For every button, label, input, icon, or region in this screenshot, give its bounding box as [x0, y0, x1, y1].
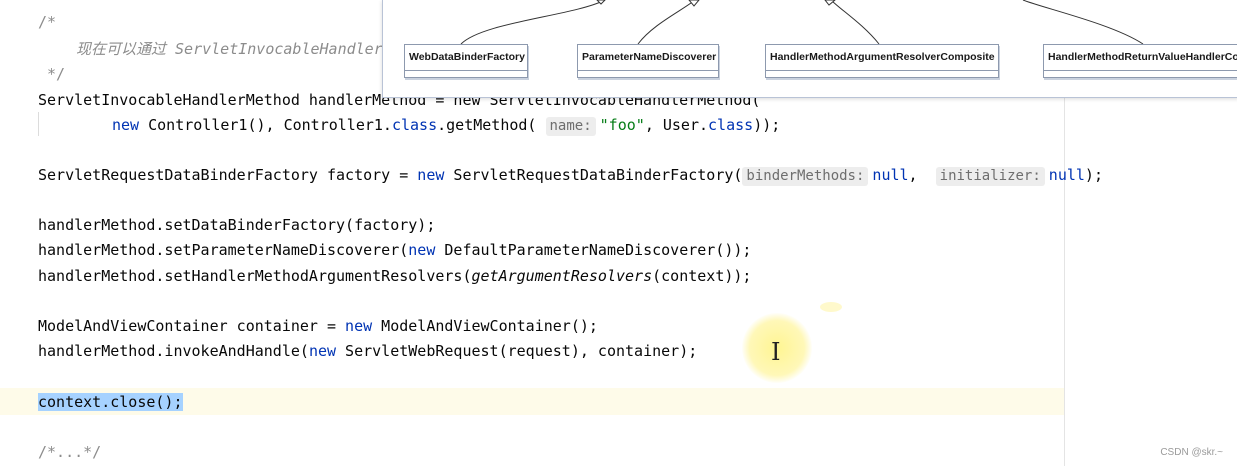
- keyword: new: [417, 166, 445, 184]
- code-text: , User.: [644, 116, 709, 134]
- code-line-set-resolvers[interactable]: handlerMethod.setHandlerMethodArgumentRe…: [38, 264, 751, 288]
- code-line-set-factory[interactable]: handlerMethod.setDataBinderFactory(facto…: [38, 216, 436, 234]
- code-text: Controller1(), Controller1.: [139, 116, 392, 134]
- code-text: handlerMethod.setHandlerMethodArgumentRe…: [38, 267, 472, 285]
- comment-body: 现在可以通过 ServletInvocableHandler: [76, 40, 383, 58]
- param-hint-name: name:: [545, 117, 596, 136]
- code-text: (context));: [652, 267, 752, 285]
- comment-close: */: [38, 65, 66, 83]
- comment-open: /*: [38, 13, 57, 31]
- method-call: getArgumentResolvers: [471, 267, 653, 285]
- code-text: ModelAndViewContainer container =: [38, 317, 346, 335]
- code-line-close[interactable]: context.close();: [38, 390, 183, 414]
- right-margin-guide: [1064, 0, 1065, 466]
- keyword: new: [308, 342, 337, 360]
- param-hint-initializer: initializer:: [935, 167, 1045, 186]
- param-hint-binder-methods: binderMethods:: [742, 167, 869, 186]
- code-text: DefaultParameterNameDiscoverer());: [435, 241, 752, 259]
- code-text: .getMethod(: [437, 116, 546, 134]
- code-line-set-discoverer[interactable]: handlerMethod.setParameterNameDiscoverer…: [38, 238, 751, 262]
- code-text: ServletRequestDataBinderFactory factory …: [38, 166, 418, 184]
- code-line-handler-args[interactable]: new Controller1(), Controller1.class.get…: [112, 113, 780, 137]
- diagram-node[interactable]: ParameterNameDiscoverer: [577, 44, 719, 78]
- selected-text: context.close();: [38, 393, 183, 411]
- diagram-edges: [460, 0, 1144, 45]
- keyword: class: [391, 116, 438, 134]
- code-text: ,: [908, 166, 936, 184]
- indent-guide: [38, 112, 39, 136]
- folded-comment[interactable]: /*...*/: [38, 443, 102, 461]
- code-text: ));: [753, 116, 781, 134]
- diagram-node[interactable]: WebDataBinderFactory: [404, 44, 528, 78]
- code-text: ModelAndViewContainer();: [372, 317, 598, 335]
- code-text: handlerMethod.invokeAndHandle(: [38, 342, 309, 360]
- keyword: class: [708, 116, 754, 134]
- code-line-container[interactable]: ModelAndViewContainer container = new Mo…: [38, 314, 598, 338]
- watermark: CSDN @skr.~: [1160, 447, 1223, 458]
- diagram-node[interactable]: HandlerMethodReturnValueHandlerCo: [1043, 44, 1237, 78]
- cursor-trail: [820, 302, 842, 312]
- keyword: new: [408, 241, 436, 259]
- string-literal: "foo": [599, 116, 645, 134]
- keyword: null: [1048, 166, 1085, 184]
- keyword: null: [872, 166, 909, 184]
- text-cursor-icon: I: [771, 338, 781, 366]
- keyword: new: [345, 317, 373, 335]
- keyword: new: [112, 116, 140, 134]
- code-text: ServletRequestDataBinderFactory(: [444, 166, 743, 184]
- diagram-node[interactable]: HandlerMethodArgumentResolverComposite: [765, 44, 999, 78]
- code-text: );: [1084, 166, 1103, 184]
- diagram-popup[interactable]: WebDataBinderFactory ParameterNameDiscov…: [382, 0, 1237, 98]
- mouse-cursor-highlight: [742, 313, 812, 383]
- code-line-invoke[interactable]: handlerMethod.invokeAndHandle(new Servle…: [38, 339, 697, 363]
- code-line-factory[interactable]: ServletRequestDataBinderFactory factory …: [38, 163, 1103, 187]
- code-text: ServletWebRequest(request), container);: [336, 342, 698, 360]
- code-text: handlerMethod.setParameterNameDiscoverer…: [38, 241, 409, 259]
